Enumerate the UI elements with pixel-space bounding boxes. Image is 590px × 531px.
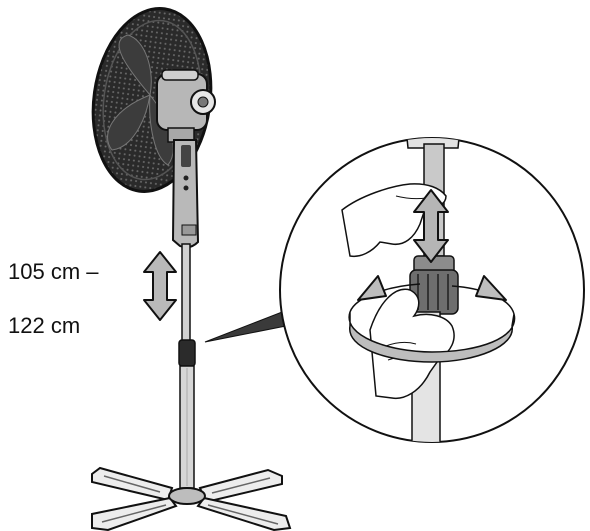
- fan-blade: [107, 94, 151, 151]
- up-down-arrow-icon: [413, 189, 449, 263]
- control-column: [171, 139, 200, 249]
- motor-housing-top: [161, 69, 199, 81]
- height-lock-collar: [178, 339, 196, 367]
- up-down-arrow-icon: [143, 251, 177, 321]
- stand-pole: [178, 243, 196, 489]
- cross-base: [91, 466, 292, 531]
- rotate-arrow-icon: [348, 275, 516, 363]
- height-max-label: 122 cm: [8, 313, 81, 338]
- fan-head: [91, 7, 216, 193]
- fan-blade: [118, 34, 152, 97]
- height-min-label: 105 cm –: [8, 259, 99, 284]
- upper-pole: [181, 243, 191, 345]
- rear-knob-center: [197, 96, 209, 108]
- callout-pointer: [204, 311, 287, 343]
- zoom-detail: [279, 137, 585, 443]
